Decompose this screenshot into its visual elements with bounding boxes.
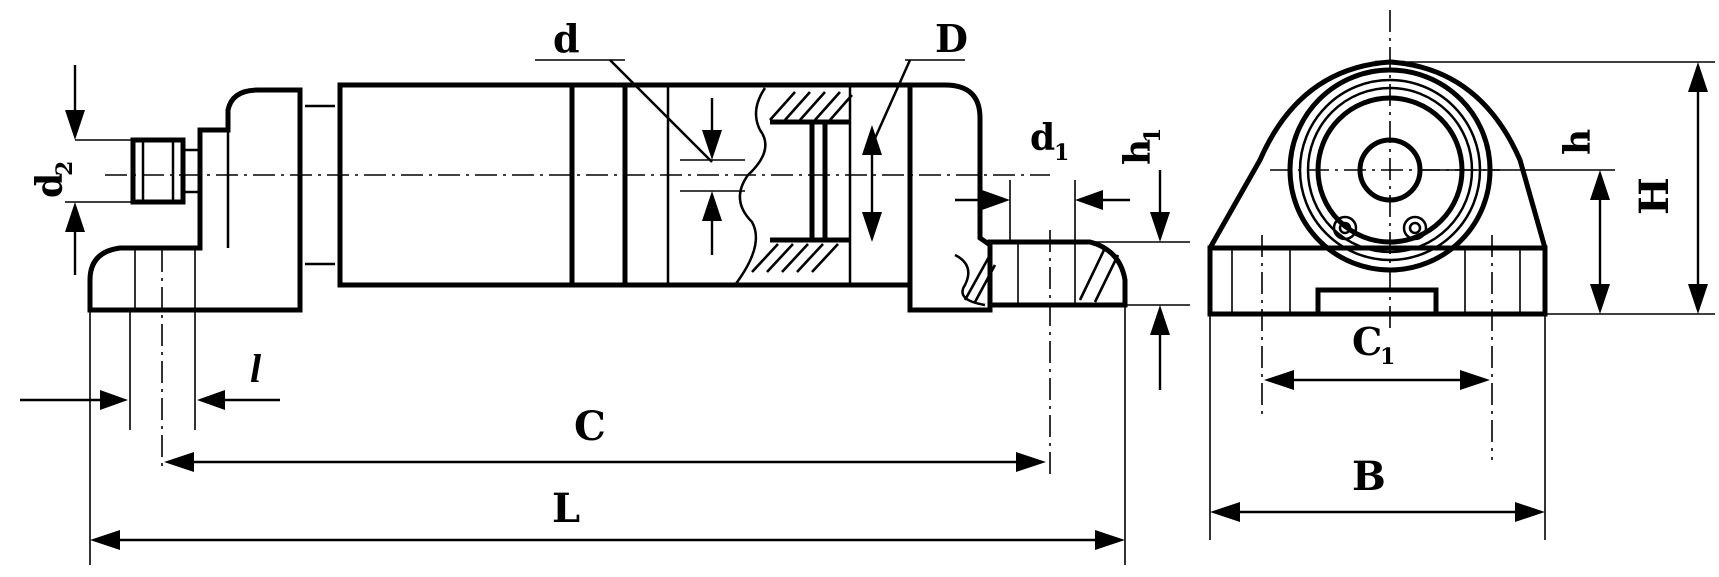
dim-l-arrow-right — [197, 390, 225, 410]
dim-d2-arrow-top — [65, 110, 85, 140]
label-B: B — [1352, 453, 1386, 500]
label-C1: C — [1352, 319, 1382, 364]
label-d1-sub: 1 — [1054, 140, 1069, 166]
dim-d-arrow-top — [702, 130, 722, 160]
dim-h1-arrow-bottom — [1150, 305, 1170, 335]
label-l: l — [250, 346, 262, 391]
dim-d-arrow-bottom — [702, 191, 722, 221]
end-port-right-inner — [1408, 221, 1422, 235]
label-d1-group: d 1 — [1030, 117, 1069, 166]
leader-D-diag — [870, 59, 912, 146]
dim-C1-arrow-left — [1264, 370, 1294, 390]
dim-h-arrow-top — [1590, 170, 1610, 200]
right-foot-break — [954, 253, 986, 307]
label-d1: d — [1030, 117, 1055, 159]
right-foot — [987, 239, 1128, 308]
label-h-group: h — [1557, 129, 1599, 155]
dim-H-arrow-bottom — [1688, 284, 1708, 314]
end-port-left — [1332, 215, 1358, 241]
upper-hatch — [769, 91, 853, 121]
dim-D-arrow-bottom — [862, 212, 882, 242]
right-foot-hatch — [963, 247, 1120, 303]
end-base-notch — [1315, 287, 1439, 314]
lower-hatch — [751, 243, 839, 273]
dim-h1-arrow-top — [1150, 212, 1170, 242]
label-h1-sub: 1 — [1140, 128, 1166, 143]
label-C: C — [574, 403, 606, 450]
dim-C-arrow-right — [1016, 452, 1046, 472]
end-port-right — [1402, 215, 1428, 241]
dim-L-arrow-left — [90, 530, 120, 550]
label-h: h — [1557, 129, 1599, 155]
label-C1-sub: 1 — [1380, 344, 1395, 370]
end-view: h H C 1 B — [1207, 10, 1715, 540]
end-port-left-inner — [1338, 221, 1352, 235]
label-C1-group: C 1 — [1352, 319, 1395, 370]
label-d2-group: d 2 — [29, 161, 78, 198]
dim-d1-arrow-right — [1075, 190, 1103, 210]
label-H: H — [1631, 177, 1678, 215]
dim-L-arrow-right — [1095, 530, 1125, 550]
dim-d2-arrow-bottom — [65, 202, 85, 232]
label-L: L — [552, 485, 580, 532]
dim-C-arrow-left — [164, 452, 194, 472]
label-h1: h — [1117, 139, 1159, 165]
dim-H-arrow-top — [1688, 62, 1708, 92]
dim-B-arrow-right — [1515, 502, 1545, 522]
dim-C1-arrow-right — [1460, 370, 1490, 390]
end-base-plate — [1207, 245, 1548, 317]
side-fitting-neck — [181, 148, 202, 194]
label-h1-group: h 1 — [1117, 128, 1166, 165]
dim-h-arrow-bottom — [1590, 284, 1610, 314]
side-fitting — [130, 137, 186, 205]
dim-D-arrow-top — [862, 125, 882, 155]
label-d2-sub: 2 — [52, 161, 78, 176]
label-d2: d — [29, 173, 71, 198]
dim-l-arrow-left — [100, 390, 128, 410]
piston — [809, 119, 828, 243]
leader-d-diag — [609, 59, 713, 163]
label-H-group: H — [1631, 177, 1678, 215]
label-d: d — [553, 16, 580, 61]
side-view: d D d 1 h 1 d 2 l C L — [20, 16, 1190, 565]
dim-B-arrow-left — [1210, 502, 1240, 522]
cutaway-break-line — [733, 87, 767, 286]
label-D: D — [935, 16, 968, 61]
dim-d1-arrow-left — [982, 190, 1010, 210]
